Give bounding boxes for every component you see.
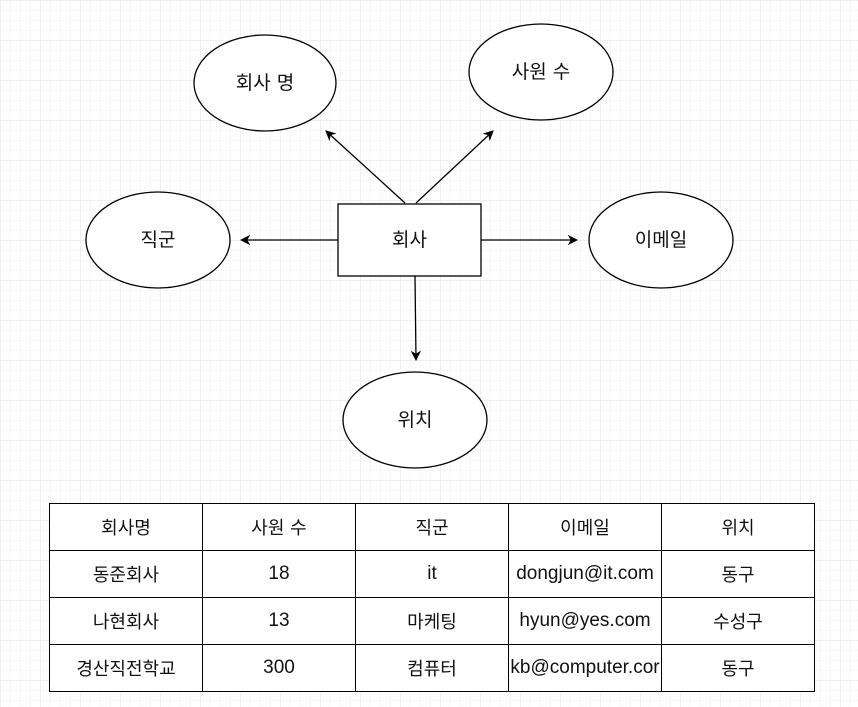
edge-to-employee-count bbox=[415, 130, 494, 204]
header-location[interactable]: 위치 bbox=[661, 503, 815, 551]
entity-company[interactable]: 회사 bbox=[337, 203, 482, 277]
attribute-location-label: 위치 bbox=[398, 409, 433, 431]
attribute-job-group-label: 직군 bbox=[141, 229, 176, 251]
entity-company-label: 회사 bbox=[392, 229, 427, 251]
company-table: 회사명 사원 수 직군 이메일 위치 동준회사 18 it dongjun@it… bbox=[49, 503, 815, 692]
table-cell[interactable]: hyun@yes.com bbox=[508, 597, 662, 645]
attribute-company-name[interactable]: 회사 명 bbox=[193, 34, 337, 132]
attribute-employee-count[interactable]: 사원 수 bbox=[468, 23, 614, 121]
attribute-job-group[interactable]: 직군 bbox=[85, 191, 231, 289]
attribute-email-ellipse bbox=[588, 191, 734, 289]
attribute-email[interactable]: 이메일 bbox=[588, 191, 734, 289]
table-row: 경산직전학교 300 컴퓨터 kb@computer.cor 동구 bbox=[49, 644, 815, 692]
table-row: 동준회사 18 it dongjun@it.com 동구 bbox=[49, 550, 815, 598]
edge-to-location bbox=[410, 275, 422, 362]
header-job-group[interactable]: 직군 bbox=[355, 503, 509, 551]
table-row: 나현회사 13 마케팅 hyun@yes.com 수성구 bbox=[49, 597, 815, 645]
table-cell[interactable]: 나현회사 bbox=[49, 597, 203, 645]
table-cell[interactable]: 컴퓨터 bbox=[355, 644, 509, 692]
table-cell[interactable]: 300 bbox=[202, 644, 356, 692]
header-company-name[interactable]: 회사명 bbox=[49, 503, 203, 551]
edge-to-company-name bbox=[325, 130, 406, 204]
table-cell[interactable]: 마케팅 bbox=[355, 597, 509, 645]
table-cell[interactable]: 경산직전학교 bbox=[49, 644, 203, 692]
table-cell[interactable]: 동준회사 bbox=[49, 550, 203, 598]
table-cell[interactable]: 동구 bbox=[661, 550, 815, 598]
attribute-email-label: 이메일 bbox=[635, 229, 687, 251]
table-cell[interactable]: 18 bbox=[202, 550, 356, 598]
attribute-company-name-label: 회사 명 bbox=[236, 72, 294, 94]
header-employee-count[interactable]: 사원 수 bbox=[202, 503, 356, 551]
attribute-job-group-ellipse bbox=[85, 191, 231, 289]
attribute-location[interactable]: 위치 bbox=[342, 371, 488, 469]
attribute-company-name-ellipse bbox=[193, 34, 337, 132]
table-header-row: 회사명 사원 수 직군 이메일 위치 bbox=[49, 503, 815, 551]
er-diagram: 회사 회사 명 사원 수 직군 이메일 위치 bbox=[85, 23, 734, 469]
table-cell[interactable]: 수성구 bbox=[661, 597, 815, 645]
table-cell[interactable]: 13 bbox=[202, 597, 356, 645]
table-cell[interactable]: 동구 bbox=[661, 644, 815, 692]
attribute-employee-count-ellipse bbox=[468, 23, 614, 121]
table-cell[interactable]: dongjun@it.com bbox=[508, 550, 662, 598]
table-cell[interactable]: kb@computer.cor bbox=[508, 644, 662, 692]
entity-company-box bbox=[337, 203, 482, 277]
table-cell[interactable]: it bbox=[355, 550, 509, 598]
header-email[interactable]: 이메일 bbox=[508, 503, 662, 551]
attribute-employee-count-label: 사원 수 bbox=[512, 61, 570, 83]
attribute-location-ellipse bbox=[342, 371, 488, 469]
